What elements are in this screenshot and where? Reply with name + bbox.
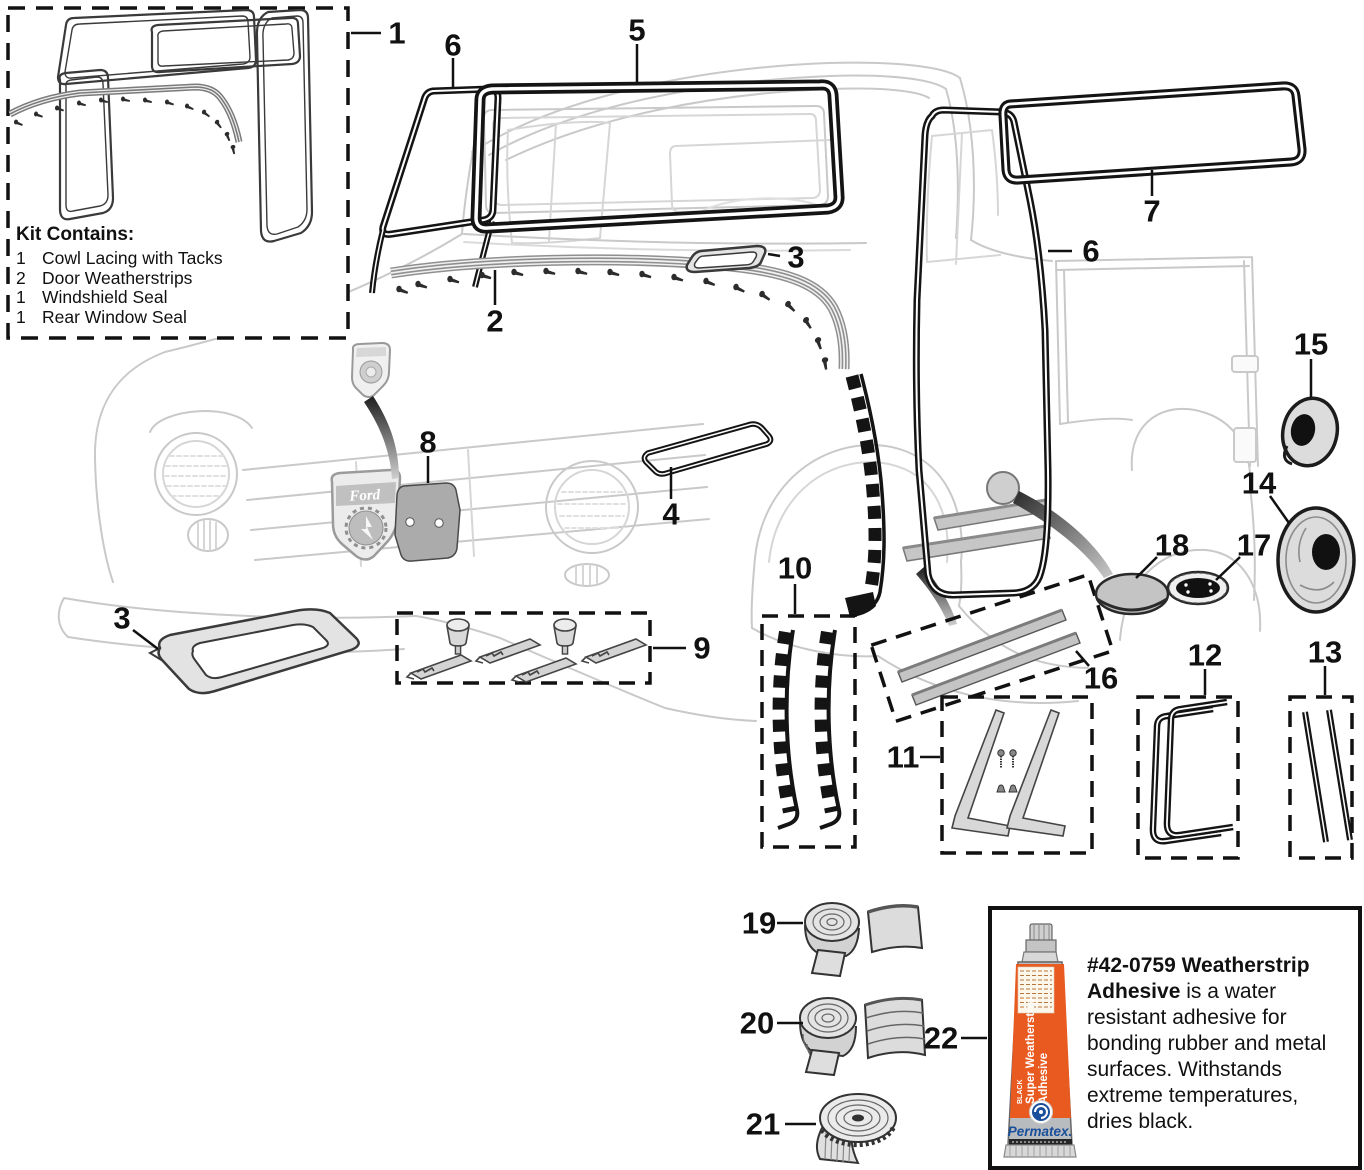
part-16-sill-plates-box	[869, 572, 1115, 724]
part-19-rubber-roll	[804, 902, 924, 978]
kit-item: 1 Rear Window Seal	[16, 306, 338, 328]
kit-item-name: Rear Window Seal	[42, 306, 187, 327]
pillar-windlace-on-truck	[845, 373, 886, 617]
part-1-kit-box	[6, 6, 350, 340]
part-8-emblem-pad	[394, 482, 461, 562]
kit-item-name: Windshield Seal	[42, 287, 168, 307]
kit-item: 1 Windshield Seal	[16, 287, 338, 308]
part-22-adhesive-box: BLACK Super Weatherstrip Adhesive Permat…	[988, 906, 1362, 1170]
pointer-swooshes	[364, 396, 1113, 626]
kit-item-qty: 1	[16, 287, 26, 307]
part-14-grommet-large	[1276, 506, 1356, 614]
part-11-vent-channel-box	[940, 695, 1094, 855]
door-sill-and-hole	[902, 471, 1052, 562]
tube-color-label: BLACK	[1017, 1080, 1024, 1105]
callout-1-kit: 1	[388, 15, 406, 51]
part-7-rear-window-seal	[998, 81, 1307, 185]
part-21-webbing-roll	[816, 1093, 897, 1165]
adhesive-part-number: #42-0759 Weatherstrip Adhesive	[1087, 954, 1310, 1003]
callout-6-door-seal-left: 6	[444, 27, 462, 63]
part-13-glass-run-box	[1288, 695, 1354, 860]
kit-item: 1 Cowl Lacing with Tacks	[16, 248, 338, 269]
part-12-division-bar-box	[1136, 695, 1240, 860]
kit-contents-text: Kit Contains: 1 Cowl Lacing with Tacks 2…	[16, 224, 338, 327]
callout-8-emblem-pad: 8	[419, 424, 437, 460]
kit-item-qty: 2	[16, 267, 26, 288]
callout-21-webbing-roll: 21	[745, 1106, 781, 1142]
callout-15-grommet-small: 15	[1293, 326, 1329, 362]
callout-3-cowl-vent-seal: 3	[787, 239, 805, 275]
callout-7-rear-window-seal: 7	[1143, 193, 1161, 229]
adhesive-description: #42-0759 Weatherstrip Adhesive is a wate…	[1087, 953, 1337, 1135]
adhesive-tube: BLACK Super Weatherstrip Adhesive Permat…	[1003, 923, 1077, 1158]
part-4-hood-pad	[641, 421, 774, 477]
tube-product-line1: Super Weatherstrip	[1025, 998, 1037, 1104]
kit-inset-drawing	[8, 8, 314, 243]
part-5-windshield-seal	[470, 79, 845, 234]
callout-16-sill-plates: 16	[1083, 660, 1119, 696]
tube-brand: Permatex.	[1008, 1124, 1073, 1139]
kit-item-qty: 1	[16, 306, 26, 327]
callout-17-access-plate: 17	[1236, 527, 1272, 563]
part-2-cowl-lacing	[390, 254, 850, 371]
kit-item-qty: 1	[16, 248, 26, 268]
callout-18-floor-plug: 18	[1154, 527, 1190, 563]
callout-5-windshield-seal: 5	[628, 12, 646, 48]
kit-contents-title: Kit Contains:	[16, 224, 135, 245]
callout-4-hood-pad: 4	[662, 496, 680, 532]
callout-19-rubber-roll: 19	[741, 905, 777, 941]
part-3-cowl-vent-gasket-detail	[147, 608, 360, 695]
callout-10-pillar-windlace: 10	[777, 550, 813, 586]
grille-emblem: Ford	[330, 468, 402, 561]
kit-item-name: Cowl Lacing with Tacks	[42, 248, 223, 268]
part-18-floor-plug	[1094, 572, 1170, 616]
part-9-clip-kit-box	[395, 611, 652, 685]
part-20-ribbed-roll	[799, 996, 927, 1077]
callout-22-adhesive: 22	[923, 1020, 959, 1056]
callout-14-grommet-large: 14	[1241, 465, 1277, 501]
tube-product-line2: Adhesive	[1038, 1053, 1050, 1104]
callout-2-cowl-lacing: 2	[486, 303, 504, 339]
grille-emblem-text: Ford	[348, 487, 381, 505]
callout-9-clip-kit: 9	[693, 630, 711, 666]
callout-20-ribbed-roll: 20	[739, 1005, 775, 1041]
adhesive-description-body: is a water resistant adhesive for bondin…	[1087, 980, 1327, 1133]
kit-item: 2 Door Weatherstrips	[16, 267, 338, 289]
callout-6-door-seal-right: 6	[1082, 233, 1100, 269]
callout-13-glass-run: 13	[1307, 634, 1343, 670]
kit-item-name: Door Weatherstrips	[42, 267, 193, 288]
part-10-pillar-windlace-box	[760, 614, 857, 849]
hood-emblem	[350, 341, 392, 398]
callout-12-division-bar: 12	[1187, 637, 1223, 673]
part-3-cowl-vent-seal-on-truck	[685, 244, 767, 274]
part-15-grommet-small	[1280, 396, 1340, 468]
callout-11-vent-channel: 11	[886, 739, 920, 775]
part-6-door-seal-right	[912, 106, 1052, 599]
part-17-access-plate	[1166, 570, 1230, 606]
callout-3-vent-gasket: 3	[113, 600, 131, 636]
callout-leader-lines	[132, 31, 1327, 1126]
